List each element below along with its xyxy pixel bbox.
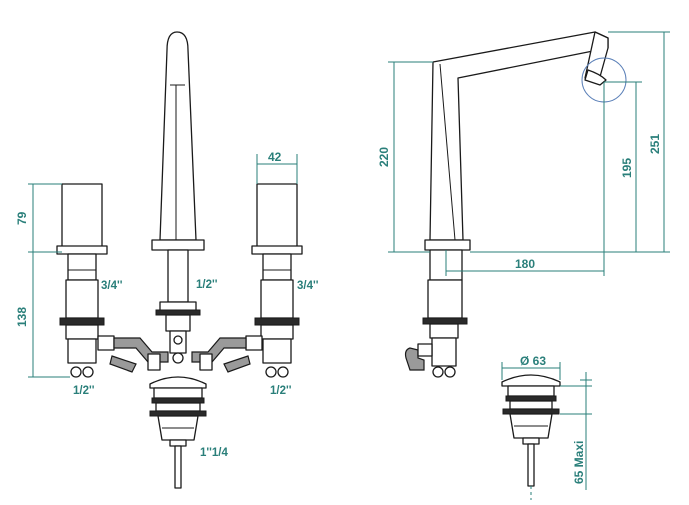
dim-label-79: 79 (15, 211, 29, 225)
dim-label-220: 220 (377, 147, 391, 167)
dim-label-138: 138 (15, 307, 29, 327)
thread-label-center: 1/2'' (196, 279, 218, 291)
left-valve (56, 183, 108, 378)
side-view: 220 195 251 180 (377, 31, 670, 378)
dim-label-195: 195 (620, 158, 634, 178)
thread-label-right-top: 3/4'' (297, 280, 319, 292)
dim-label-180: 180 (515, 257, 535, 271)
dim-label-65-maxi: 65 Maxi (572, 441, 586, 484)
waste-detail: Ø 63 65 Maxi (501, 354, 592, 500)
pop-up-waste (149, 376, 207, 489)
thread-label-right-bottom: 1/2'' (270, 385, 292, 397)
front-view: 42 79 138 3/4'' 1/2'' 3/4'' 1/2'' 1/2'' … (15, 31, 319, 489)
dim-label-42: 42 (268, 150, 282, 164)
right-valve (251, 183, 303, 378)
thread-label-waste: 1''1/4 (200, 447, 228, 459)
front-dimensions (28, 154, 298, 378)
side-body (404, 249, 468, 378)
thread-label-left-top: 3/4'' (101, 280, 123, 292)
side-spout (424, 31, 627, 251)
connection-hoses (97, 335, 263, 373)
dim-label-63: Ø 63 (520, 354, 546, 368)
side-dimensions (388, 31, 670, 276)
dim-label-251: 251 (648, 134, 662, 154)
center-spout (151, 31, 205, 364)
thread-label-left-bottom: 1/2'' (73, 385, 95, 397)
